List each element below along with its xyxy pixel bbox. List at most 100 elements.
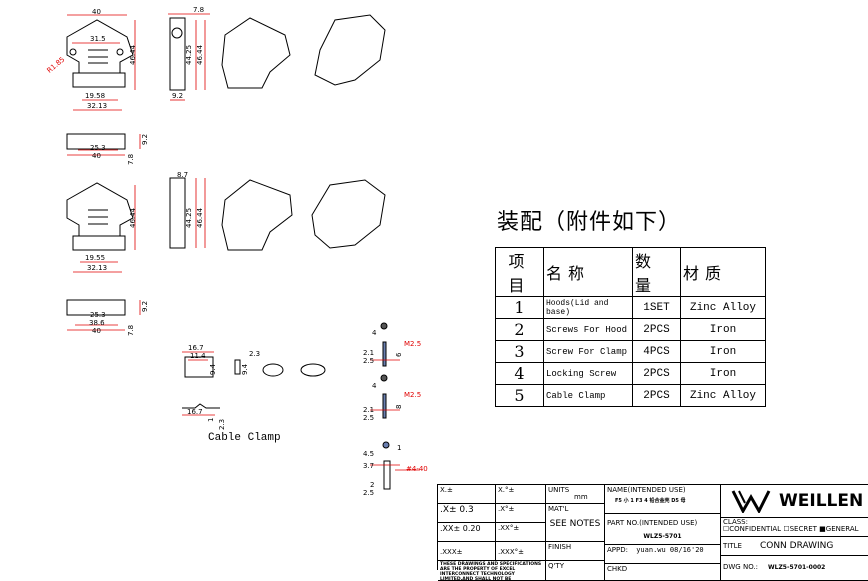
dim-label: 40 xyxy=(92,8,101,16)
clamp-caption: Cable Clamp xyxy=(208,432,281,444)
tol-cell: .XX°± xyxy=(496,523,546,542)
dim-label: 19.58 xyxy=(85,92,106,100)
row-name: Locking Screw xyxy=(543,362,633,385)
dim-label: 7.8 xyxy=(193,6,205,14)
dim-label: 8.7 xyxy=(177,171,189,179)
matl-label: MAT'L xyxy=(548,505,569,513)
row-qty: 2PCS xyxy=(632,384,681,407)
dim-label: 7.8 xyxy=(127,324,135,336)
clamp-iso xyxy=(262,363,284,377)
dim-label: 2.1 xyxy=(363,406,375,414)
dim-label: 4 xyxy=(372,329,377,337)
dim-label: 40 xyxy=(92,327,101,335)
dim-label: 9.4 xyxy=(209,363,217,375)
dim-label: 2.5 xyxy=(363,489,375,497)
tol-cell: X.± xyxy=(438,485,496,504)
dim-label: 19.55 xyxy=(85,254,106,262)
dim-label: 1 xyxy=(207,417,215,422)
dim-label: #4-40 xyxy=(406,465,428,473)
part-cell: PART NO.(INTENDED USE) WLZ5-5701 xyxy=(605,514,721,545)
dim-label: 2.5 xyxy=(363,357,375,365)
dim-label: 46.44 xyxy=(196,44,204,65)
dim-label: 46.44 xyxy=(196,207,204,228)
header-material: 材质 xyxy=(680,247,766,297)
dim-label: 9.4 xyxy=(241,363,249,375)
name-label: NAME(INTENDED USE) xyxy=(607,486,686,494)
row-name: Cable Clamp xyxy=(543,384,633,407)
header-qty: 数量 xyxy=(632,247,681,297)
dim-label: 4.5 xyxy=(363,450,375,458)
part-value: WLZ5-5701 xyxy=(643,533,682,540)
row-name: Hoods(Lid and base) xyxy=(543,296,633,319)
dwg-label: DWG NO.: xyxy=(723,563,759,571)
dim-label: M2.5 xyxy=(404,340,422,348)
row-material: Zinc Alloy xyxy=(680,384,766,407)
checkbox-confidential[interactable]: ☐ xyxy=(723,525,730,533)
title-block: X.± X.°± .X± 0.3 .X°± .XX± 0.20 .XX°± .X… xyxy=(437,484,868,581)
tol-cell: .X°± xyxy=(496,504,546,523)
name-value: F5 小 1 F3 4 铅合金壳 D5 母 xyxy=(615,498,686,504)
dim-label: 4 xyxy=(372,382,377,390)
row-no: 5 xyxy=(495,384,544,407)
units-value: mm xyxy=(574,493,588,501)
dim-label: 8 xyxy=(395,404,403,409)
technical-drawing xyxy=(66,13,420,490)
notice-text: THESE DRAWINGS AND SPECIFICATIONS ARE TH… xyxy=(438,561,546,581)
dim-label: 1 xyxy=(397,444,402,452)
hood-iso-view xyxy=(221,17,291,89)
dwg-value: WLZ5-5701-0002 xyxy=(768,564,826,571)
dim-label: 3.7 xyxy=(363,462,375,470)
logo-cell: WEILLEN xyxy=(721,485,868,518)
dim-label: 46.44 xyxy=(129,44,137,65)
dim-label: 31.5 xyxy=(90,35,106,43)
dim-label: 2 xyxy=(370,481,375,489)
appd-cell: APPD: yuan.wu 08/16'20 xyxy=(605,545,721,564)
dim-label: 7.8 xyxy=(127,153,135,165)
chkd-label: CHKD xyxy=(605,564,721,581)
header-name: 名称 xyxy=(543,247,633,297)
header-item: 项目 xyxy=(495,247,544,297)
row-material: Zinc Alloy xyxy=(680,296,766,319)
dim-label: 2.3 xyxy=(249,350,261,358)
finish-label: FINISH xyxy=(546,542,605,561)
tol-cell: .X± 0.3 xyxy=(438,504,496,523)
class-label: CLASS: xyxy=(723,518,748,526)
row-material: Iron xyxy=(680,340,766,363)
hood-side-view xyxy=(169,17,186,91)
dim-label: 16.7 xyxy=(188,344,204,352)
tol-cell: .XXX± xyxy=(438,542,496,561)
tol-cell: .XX± 0.20 xyxy=(438,523,496,542)
dim-label: 38.6 xyxy=(89,319,105,327)
qty-label: Q'TY xyxy=(546,561,605,581)
units-cell: UNITS mm xyxy=(546,485,605,504)
assembly-title: 装配（附件如下） xyxy=(497,210,682,235)
dim-label: 16.7 xyxy=(187,408,203,416)
dim-label: 32.13 xyxy=(87,264,108,272)
tol-cell: X.°± xyxy=(496,485,546,504)
class-option: SECRET xyxy=(789,525,817,533)
row-qty: 4PCS xyxy=(632,340,681,363)
title-value: CONN DRAWING xyxy=(759,541,834,551)
dim-label: 46.44 xyxy=(129,207,137,228)
class-option: GENERAL xyxy=(825,525,859,533)
dim-label: 9.2 xyxy=(172,92,184,100)
part-label: PART NO.(INTENDED USE) xyxy=(607,519,698,527)
dim-label: 11.4 xyxy=(190,352,206,360)
dim-label: 9.2 xyxy=(141,133,149,145)
row-material: Iron xyxy=(680,362,766,385)
row-qty: 1SET xyxy=(632,296,681,319)
row-qty: 2PCS xyxy=(632,318,681,341)
title-label: TITLE xyxy=(723,542,742,550)
checkbox-secret[interactable]: ☐ xyxy=(783,525,790,533)
row-name: Screw For Clamp xyxy=(543,340,633,363)
row-name: Screws For Hood xyxy=(543,318,633,341)
table-header: 项目 名称 数量 材质 xyxy=(495,247,766,297)
hood-front-view xyxy=(66,19,134,74)
dim-label: 6 xyxy=(395,352,403,357)
checkbox-general[interactable]: ■ xyxy=(819,525,826,533)
row-no: 1 xyxy=(495,296,544,319)
hood-open-iso-view xyxy=(314,14,386,86)
